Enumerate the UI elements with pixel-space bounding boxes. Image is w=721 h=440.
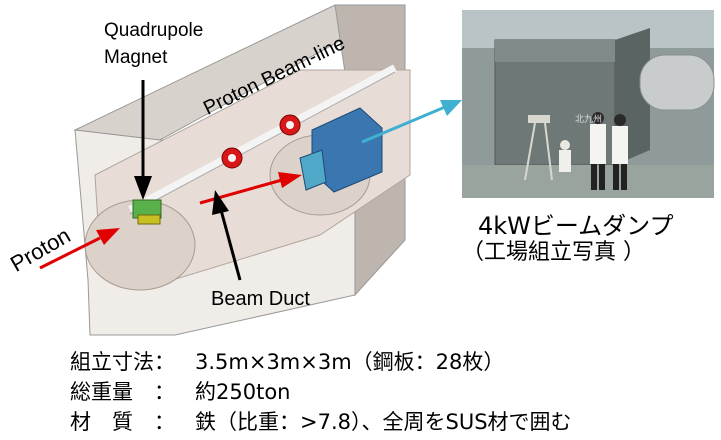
photo-caption-line1: 4kWビームダンプ — [478, 212, 674, 240]
beam-dump-block — [299, 107, 383, 193]
quadrupole-label-line1: Quadrupole — [104, 20, 204, 41]
spec-value: 約250ton — [195, 380, 291, 404]
quadrupole-pointer-arrow — [134, 80, 152, 200]
spec-row-dimensions: 組立寸法： 3.5m×3m×3m（鋼板：28枚） — [70, 346, 504, 376]
spec-key: 組立寸法： — [70, 350, 175, 374]
beam-duct-label: Beam Duct — [211, 288, 310, 310]
quadrupole-magnet — [132, 199, 162, 225]
spec-row-material: 材 質 ： 鉄（比重：>7.8）、全周をSUS材で囲む — [70, 406, 572, 436]
red-magnet-1 — [221, 147, 243, 169]
beam-duct-pointer-arrow — [212, 190, 242, 281]
beam-line-tube-edge — [129, 71, 396, 215]
photo-sign-text: 北九州 — [575, 114, 602, 125]
spec-key: 総重量 ： — [70, 380, 175, 404]
red-magnet-2 — [279, 114, 301, 136]
spec-value: 鉄（比重：>7.8）、全周をSUS材で囲む — [195, 410, 572, 434]
beam-line-tube — [128, 64, 397, 214]
spec-key: 材 質 ： — [70, 410, 175, 434]
spec-value: 3.5m×3m×3m（鋼板：28枚） — [195, 350, 505, 374]
factory-assembly-photo: 北九州 — [462, 10, 715, 198]
spec-row-weight: 総重量 ： 約250ton — [70, 376, 290, 406]
quadrupole-label-line2: Magnet — [104, 47, 168, 68]
beam-direction-arrow — [199, 172, 302, 205]
photo-caption-line2: （工場組立写真 ） — [462, 240, 645, 265]
photo-pointer-arrow — [361, 100, 462, 144]
proton-arrow — [39, 228, 120, 270]
